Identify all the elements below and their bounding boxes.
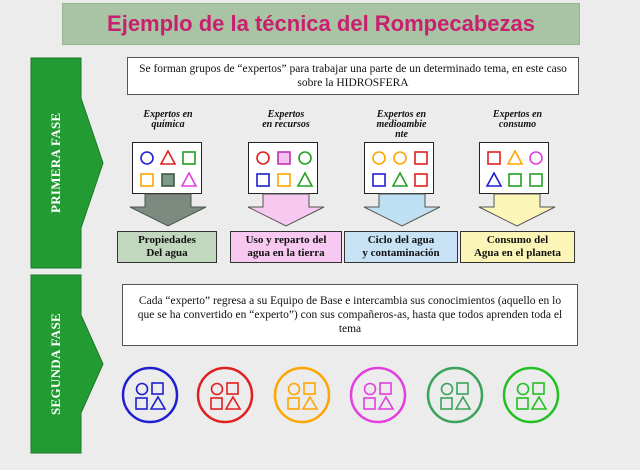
down-arrow [478, 193, 556, 227]
down-arrow [247, 193, 325, 227]
page-title: Ejemplo de la técnica del Rompecabezas [62, 3, 580, 45]
base-team-circle [196, 366, 254, 424]
phase2-arrow [30, 274, 104, 454]
base-team-circle [349, 366, 407, 424]
shapes-icon [372, 151, 428, 187]
phase2-text-box: Cada “experto” regresa a su Equipo de Ba… [122, 284, 578, 346]
phase1-intro-box: Se forman grupos de “expertos” para trab… [127, 57, 579, 95]
shapes-icon [485, 149, 543, 187]
down-arrow [129, 193, 207, 227]
shapes-icon [256, 151, 314, 187]
expert-shapes-card [364, 142, 434, 194]
base-team-circle [121, 366, 179, 424]
base-team-circle [426, 366, 484, 424]
phase1-arrow [30, 57, 104, 269]
shapes-icon [140, 149, 198, 187]
expert-shapes-card [132, 142, 202, 194]
expert-shapes-card [248, 142, 318, 194]
down-arrow [363, 193, 441, 227]
base-team-circle [273, 366, 331, 424]
base-team-circle [502, 366, 560, 424]
expert-shapes-card [479, 142, 549, 194]
